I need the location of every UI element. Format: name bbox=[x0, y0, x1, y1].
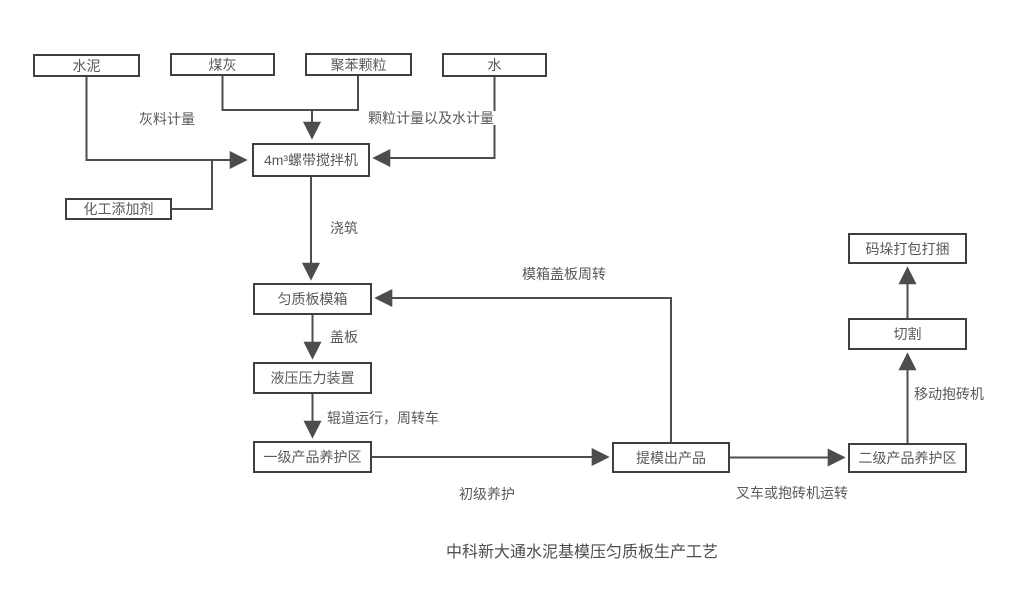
node-curing-area-1: 一级产品养护区 bbox=[253, 441, 372, 473]
edge-demold-to-moldbox-feedback bbox=[374, 289, 672, 442]
node-cement: 水泥 bbox=[33, 54, 140, 77]
edge-label-cover-plate: 盖板 bbox=[328, 329, 360, 345]
node-coal-ash: 煤灰 bbox=[170, 53, 275, 76]
edge-label-mold-cover-turnover: 模箱盖板周转 bbox=[520, 266, 608, 282]
edge-label-primary-curing: 初级养护 bbox=[457, 486, 517, 502]
edge-label-ash-metering: 灰料计量 bbox=[137, 111, 197, 127]
node-water: 水 bbox=[442, 53, 547, 77]
node-stack-pack: 码垛打包打捆 bbox=[848, 233, 967, 264]
edge-label-particle-water-metering: 颗粒计量以及水计量 bbox=[366, 110, 496, 126]
node-hydraulic-press: 液压压力装置 bbox=[253, 362, 372, 394]
edge-cement-to-mixer bbox=[85, 77, 248, 169]
node-polystyrene: 聚苯颗粒 bbox=[305, 53, 412, 76]
edge-label-roller-turnover-cart: 辊道运行，周转车 bbox=[325, 410, 441, 426]
node-curing-area-2: 二级产品养护区 bbox=[848, 443, 967, 473]
edge-label-mobile-brick-machine: 移动抱砖机 bbox=[912, 386, 986, 402]
node-cutting: 切割 bbox=[848, 318, 967, 350]
diagram-title: 中科新大通水泥基模压匀质板生产工艺 bbox=[445, 544, 719, 561]
node-mixer: 4m³螺带搅拌机 bbox=[252, 143, 370, 177]
node-chemical-additive: 化工添加剂 bbox=[65, 198, 172, 220]
edge-additive-joint bbox=[172, 160, 213, 210]
edge-label-forklift-transfer: 叉车或抱砖机运转 bbox=[734, 485, 850, 501]
node-demold-product: 提模出产品 bbox=[612, 442, 730, 473]
edge-water-to-mixer bbox=[372, 77, 496, 167]
edge-coalash-polystyrene-merge bbox=[221, 76, 359, 111]
node-mold-box: 匀质板模箱 bbox=[253, 283, 372, 315]
edge-label-pouring: 浇筑 bbox=[328, 220, 360, 236]
